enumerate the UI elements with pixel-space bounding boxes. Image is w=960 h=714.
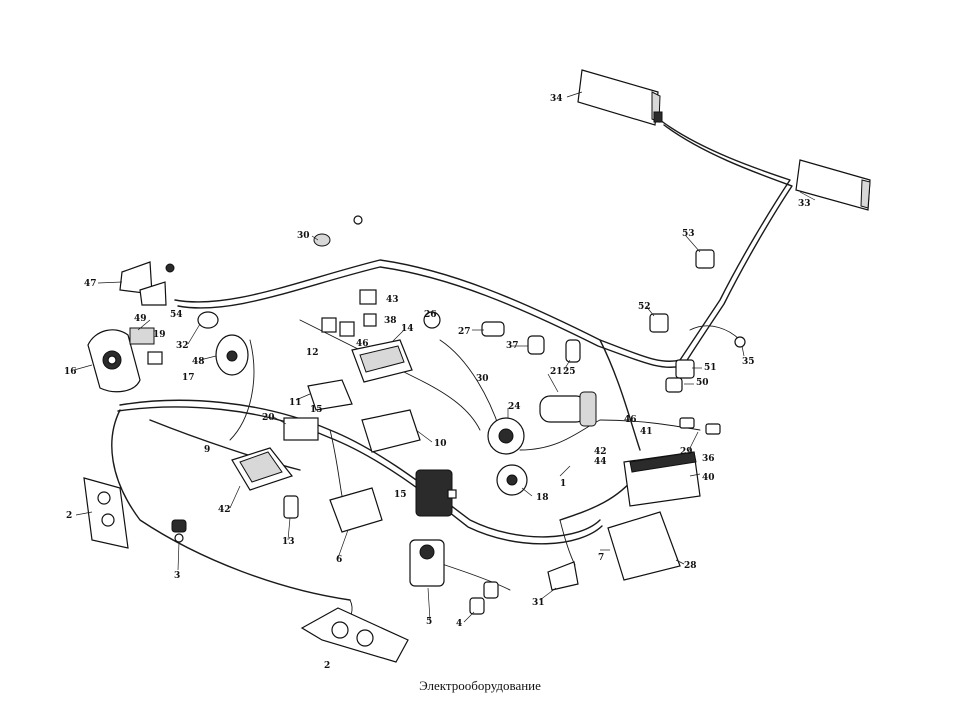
component-27-sensor [481,321,505,337]
callout-2b: 2 [324,661,330,671]
callout-44: 44 [594,457,607,467]
callout-33: 33 [798,199,811,209]
callout-50: 50 [696,378,709,388]
component-52-relay [649,313,669,333]
callout-30b: 30 [476,374,489,384]
callout-9: 9 [204,445,210,455]
component-11-module [307,379,353,411]
callout-7: 7 [598,553,604,563]
component-26-switch [423,311,441,329]
component-53-relay [695,249,715,269]
component-30-sensor [313,215,363,247]
harness-main [111,119,793,626]
callout-53: 53 [682,229,695,239]
callout-30: 30 [297,231,310,241]
callout-40: 40 [702,473,715,483]
callout-2: 2 [66,511,72,521]
callout-4: 4 [456,619,462,629]
figure-caption: Электрооборудование [419,678,541,693]
callout-11: 11 [289,398,302,408]
callout-37: 37 [506,341,519,351]
component-13-bulb [283,495,299,519]
callout-16: 16 [64,367,77,377]
callout-46b: 46 [624,415,637,425]
callout-29: 29 [680,447,693,457]
component-16-fan [87,329,141,393]
callout-labels: 34 33 53 30 47 43 52 54 49 38 26 27 14 1… [64,94,811,671]
component-48-speedometer [215,334,249,376]
component-21-starter [539,391,597,427]
callout-27: 27 [458,327,471,337]
component-42-fuse-block [231,447,293,491]
component-25-sensor [565,339,581,363]
callout-12: 12 [306,348,319,358]
callout-34: 34 [550,94,563,104]
component-4-connectors [469,581,499,615]
callout-26: 26 [424,310,437,320]
callout-41: 41 [640,427,653,437]
component-2-rear-panel [83,477,129,549]
callout-6: 6 [336,555,342,565]
component-14-fuse-box [351,339,413,383]
callout-15b: 15 [394,490,407,500]
component-6b-distributor [409,539,445,587]
callout-18: 18 [536,493,549,503]
callout-38: 38 [384,316,397,326]
component-47-horn [119,261,175,306]
callout-14: 14 [401,324,414,334]
callout-24: 24 [508,402,521,412]
callout-43: 43 [386,295,399,305]
callout-19: 19 [153,330,166,340]
component-31-lamp [547,561,579,591]
callout-31: 31 [532,598,545,608]
callout-10: 10 [434,439,447,449]
callout-46: 46 [356,339,369,349]
component-5-ignition [415,469,457,517]
callout-3: 3 [174,571,180,581]
component-35-plug [734,336,746,348]
component-40-battery [623,451,701,507]
callout-42b: 42 [218,505,231,515]
callout-28: 28 [684,561,697,571]
component-10-instrument [361,409,421,453]
callout-5: 5 [426,617,432,627]
component-49-relay-block [129,327,163,365]
callout-20: 20 [262,413,275,423]
callout-49: 49 [134,314,147,324]
callout-35: 35 [742,357,755,367]
component-51-relay [675,359,695,379]
callout-17: 17 [182,373,195,383]
callout-48: 48 [192,357,205,367]
callout-1: 1 [560,479,566,489]
callout-52: 52 [638,302,651,312]
component-29-plug [679,417,721,435]
callout-54: 54 [170,310,183,320]
callout-32: 32 [176,341,189,351]
component-50-relay [665,377,683,393]
callout-47: 47 [84,279,97,289]
callout-13: 13 [282,537,295,547]
callout-15: 15 [310,405,323,415]
component-32-lamp [197,311,219,329]
component-28-control-box [607,511,681,581]
component-37-sensor [527,335,545,355]
component-20-relay [283,417,319,441]
component-3-switch [171,519,187,543]
leader-lines [73,91,816,623]
callout-51: 51 [704,363,717,373]
component-34-rear-light [577,69,663,126]
component-33-rear-light [795,159,871,211]
component-2b-dash-panel [300,607,409,663]
callout-36: 36 [702,454,715,464]
component-relays-top [321,289,377,337]
callout-21: 21 [550,367,563,377]
component-24-generator [487,417,525,455]
callout-25: 25 [563,367,576,377]
callout-42: 42 [594,447,607,457]
component-6-connector [329,487,383,533]
component-18-horn [496,464,528,496]
